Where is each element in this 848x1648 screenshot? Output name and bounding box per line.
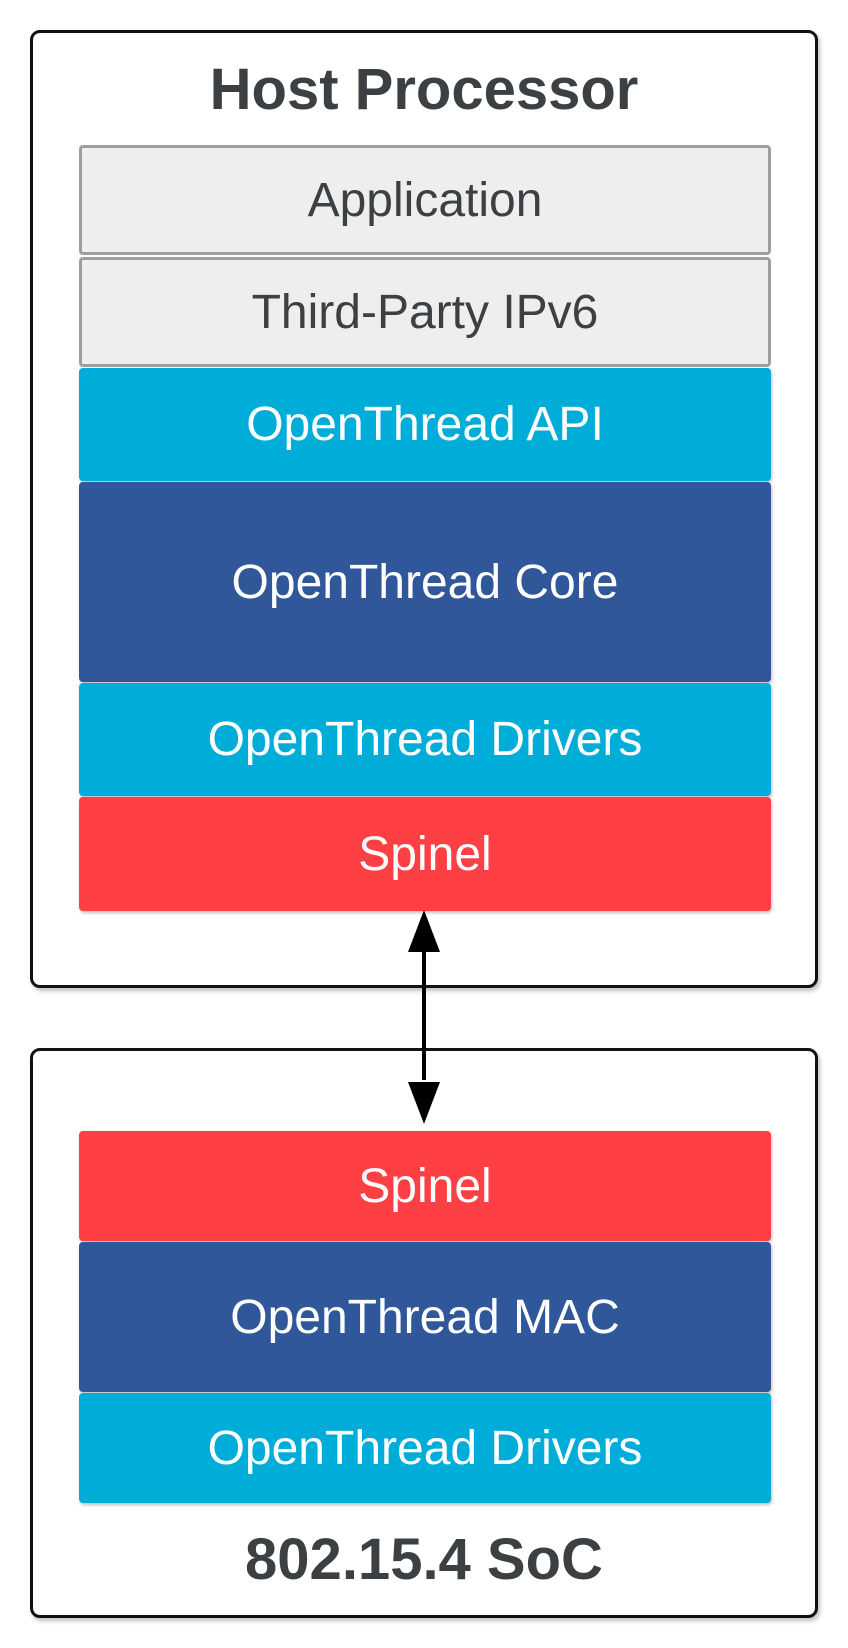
layer-host-openthread-drivers: OpenThread Drivers [79,683,771,796]
layer-label: OpenThread MAC [230,1290,620,1344]
layer-label: Spinel [358,827,492,881]
layer-label: OpenThread Drivers [207,1421,643,1475]
layer-soc-spinel: Spinel [79,1131,771,1241]
layer-label: Application [307,173,543,227]
layer-label: OpenThread Core [231,555,619,609]
layer-label: Third-Party IPv6 [251,285,599,339]
arrow-head-down [408,1082,440,1124]
layer-label: OpenThread API [246,398,604,451]
layer-third-party-ipv6: Third-Party IPv6 [79,257,771,367]
layer-application: Application [79,145,771,255]
soc-title: 802.15.4 SoC [245,1527,603,1592]
layer-openthread-mac: OpenThread MAC [79,1242,771,1392]
host-processor-title: Host Processor [209,57,639,122]
layer-label: Spinel [358,1159,492,1213]
layer-openthread-api: OpenThread API [79,368,771,481]
host-processor-box: Host Processor Application Third-Party I… [30,30,818,988]
soc-box: Spinel OpenThread MAC OpenThread Drivers… [30,1048,818,1618]
layer-label: OpenThread Drivers [207,713,643,766]
layer-host-spinel: Spinel [79,797,771,911]
layer-soc-openthread-drivers: OpenThread Drivers [79,1393,771,1503]
layer-openthread-core: OpenThread Core [79,482,771,682]
arrow-head-up [408,910,440,952]
